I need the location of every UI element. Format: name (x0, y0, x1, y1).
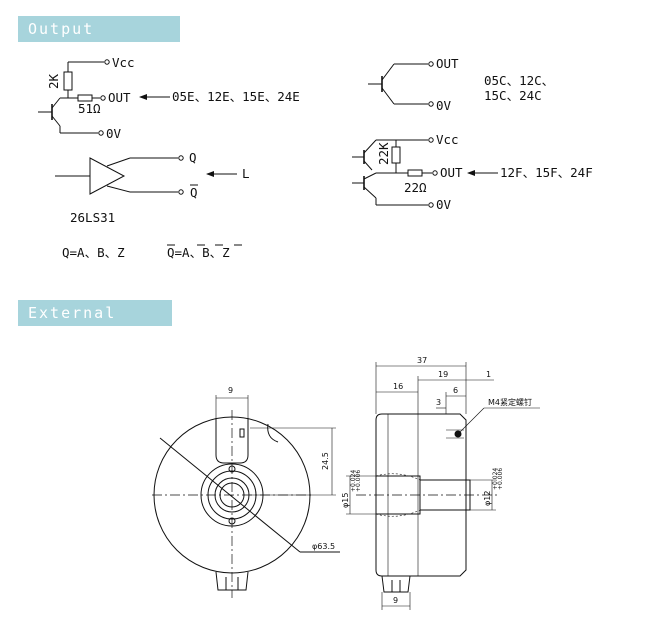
side-view (346, 362, 540, 610)
line-driver-triangle (89, 157, 126, 195)
side-dim-bore-left: φ15 (341, 493, 350, 508)
circuit-e-models: 05E、12E、15E、24E (172, 89, 300, 104)
circuit-f-res-out-label: 22Ω (404, 180, 427, 195)
circuit-e-zero-label: 0V (106, 126, 122, 141)
circuit-f-zero-label: 0V (436, 197, 452, 212)
side-dim-37: 37 (417, 356, 427, 365)
resistor-2k (63, 71, 73, 91)
circuit-l-code: L (242, 166, 250, 181)
circuit-f-models: 12F、15F、24F (500, 165, 593, 180)
side-body (375, 413, 467, 577)
side-dim-3: 3 (436, 398, 441, 407)
side-dim-bore-right-tol-up: +0.024 (492, 468, 499, 490)
front-dim-diameter: φ63.5 (312, 542, 335, 551)
circuit-e-res-top-label: 2K (46, 73, 61, 89)
circuit-c-out-label: OUT (436, 56, 459, 71)
resistor-22k (391, 146, 401, 164)
front-dim-height: 24.5 (321, 452, 330, 470)
circuit-c-models-line2: 15C、24C (484, 88, 542, 103)
circuit-f-res-top-label: 22K (376, 142, 391, 165)
side-dim-bore-right-tol-low: +0.006 (497, 468, 504, 490)
circuit-l-eq-right: Q=A、B、Z (167, 245, 230, 260)
circuit-e-out-label: OUT (108, 90, 131, 105)
circuit-c-models-line1: 05C、12C、 (484, 73, 554, 88)
side-dim-bore-right: φ12 (483, 491, 492, 506)
circuit-e-res-out-label: 51Ω (78, 101, 101, 116)
side-dim-bottom-9: 9 (393, 596, 398, 605)
side-dim-16: 16 (393, 382, 403, 391)
front-view (152, 395, 340, 598)
front-dim-top-width: 9 (228, 386, 233, 395)
output-circuit-header: Output Ciruit (18, 16, 180, 64)
circuit-e (38, 59, 170, 136)
side-dim-bore-left-tol-up: +0.024 (350, 470, 357, 492)
side-dim-bore-left-tol-low: +0.006 (355, 470, 362, 492)
circuit-l (55, 155, 237, 195)
side-dim-19: 19 (438, 370, 448, 379)
side-dim-6: 6 (453, 386, 458, 395)
circuit-f-out-label: OUT (440, 165, 463, 180)
circuit-l-chip: 26LS31 (70, 210, 115, 225)
external-view-header: External View (18, 300, 172, 348)
circuit-c-zero-label: 0V (436, 98, 452, 113)
circuit-l-eq-left: Q=A、B、Z (62, 245, 125, 260)
circuit-l-qbar-label: Q (190, 185, 198, 200)
side-screw-note: M4紧定螺钉 (488, 397, 532, 407)
circuit-f (352, 137, 498, 208)
circuit-c (368, 61, 434, 107)
circuit-e-vcc-label: Vcc (112, 55, 135, 70)
resistor-22 (407, 169, 423, 177)
circuit-l-q-label: Q (189, 150, 197, 165)
side-dim-1: 1 (486, 370, 491, 379)
circuit-f-vcc-label: Vcc (436, 132, 459, 147)
